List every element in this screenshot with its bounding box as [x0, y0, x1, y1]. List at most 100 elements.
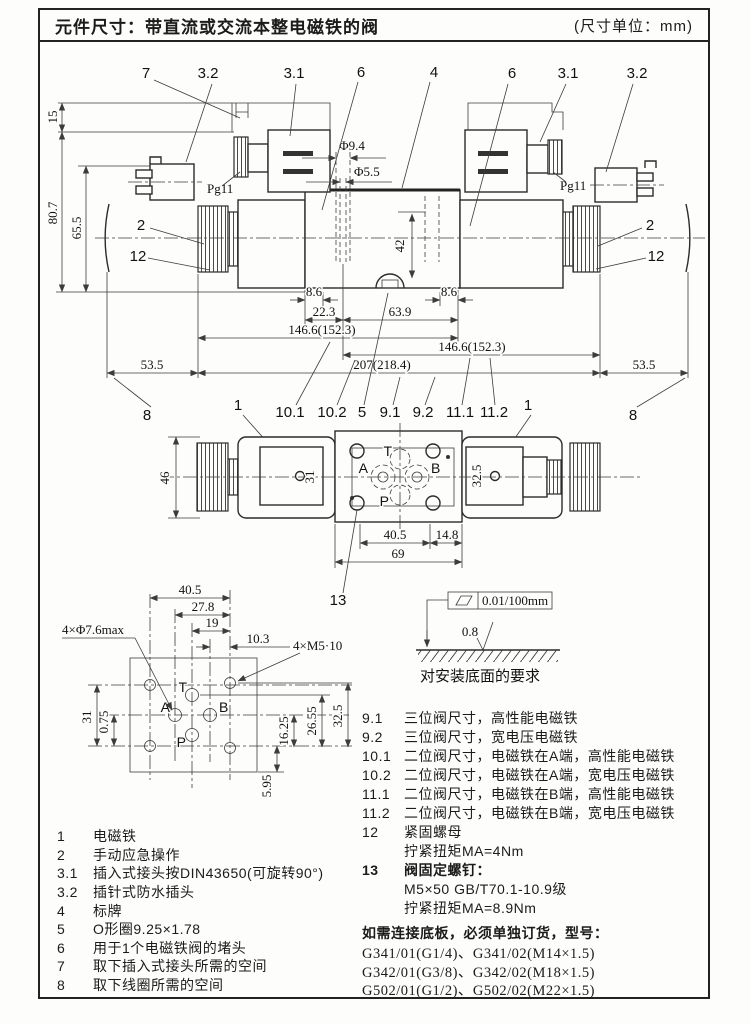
o-ring-seat: [375, 273, 405, 289]
title-bar: 元件尺寸：带直流或交流本整电磁铁的阀 (尺寸单位：mm): [40, 10, 708, 42]
callout-10-1: 10.1: [275, 404, 304, 421]
dim-14-8: 14.8: [436, 527, 459, 542]
dim-53-5-right: 53.5: [633, 357, 656, 372]
order-note-title: 如需连接底板，必须单独订货，型号：: [362, 924, 609, 941]
manual-override-knob-right: [572, 205, 601, 273]
dim-65-5: 65.5: [69, 217, 84, 240]
dim-53-5-left: 53.5: [141, 357, 164, 372]
pattern-port-t: T: [178, 679, 187, 695]
dim-42: 42: [392, 240, 407, 253]
legend-subtext: 拧紧扭矩MA=4Nm: [404, 842, 524, 859]
din-connector-left: [267, 129, 331, 193]
waterproof-plug-left: [128, 156, 202, 201]
connector-removal-envelope-right: [467, 102, 564, 130]
dim-pg11-right: Pg11: [560, 178, 586, 193]
dim-0-75: 0.75: [96, 711, 111, 734]
dim-10-3: 10.3: [247, 631, 270, 646]
dim-hole-dia-5-5: Φ5.5: [354, 164, 380, 179]
dim-hole-dia-9-4: Φ9.4: [339, 138, 365, 153]
cable-gland-right: [547, 139, 563, 175]
cable-gland-left: [233, 136, 249, 178]
gland-neck-left: [247, 143, 269, 173]
surface-caption: 对安装底面的要求: [420, 668, 540, 685]
gland-neck-right: [526, 144, 549, 174]
callout-5: 5: [358, 404, 366, 421]
units-note: (尺寸单位：mm): [574, 17, 693, 35]
solenoid-right: [459, 199, 564, 289]
callout-9-1: 9.1: [380, 404, 401, 421]
dim-63-9: 63.9: [389, 304, 412, 319]
connector-slot: [283, 151, 313, 156]
callout-13: 13: [330, 592, 347, 609]
lock-nut-left: [227, 211, 239, 267]
dim-31-plan: 31: [302, 471, 317, 484]
dim-8-6-left: 8.6: [306, 284, 323, 299]
dim-5-95: 5.95: [259, 775, 274, 798]
dim-26-55: 26.55: [304, 706, 319, 735]
valve-body: [304, 189, 461, 289]
connector-slot: [283, 169, 313, 174]
roughness-icon: [476, 621, 494, 652]
dim-19: 19: [206, 615, 219, 630]
callout-3-1-right: 3.1: [558, 65, 579, 82]
port-label-a: A: [359, 460, 369, 476]
callout-9-2: 9.2: [413, 404, 434, 421]
callout-10-2: 10.2: [317, 404, 346, 421]
page-border: [38, 8, 710, 999]
plan-view: T A B P 31 32.5 46 40.5 14.8 69 13: [156, 423, 640, 611]
order-note: 如需连接底板，必须单独订货，型号： G341/01(G1/4)、G341/02(…: [362, 923, 708, 1000]
callout-3-2-right: 3.2: [627, 65, 648, 82]
legend-subtext: 拧紧扭矩MA=8.9Nm: [404, 899, 537, 916]
dim-32-5-plan: 32.5: [469, 465, 484, 488]
dim-46: 46: [157, 471, 172, 485]
pattern-port-b: B: [219, 699, 228, 715]
lock-nut-right: [562, 211, 574, 267]
flatness-value: 0.01/100mm: [482, 593, 548, 608]
callout-11-2: 11.2: [480, 404, 508, 421]
dim-146-6-left: 146.6(152.3): [288, 322, 355, 337]
coil-left-plan: [259, 446, 324, 506]
dim-207: 207(218.4): [353, 357, 410, 372]
solenoid-left: [237, 199, 306, 289]
order-model: G502/01(G1/2)、G502/02(M22×1.5): [362, 983, 596, 999]
callout-12-left: 12: [130, 248, 147, 265]
page-title: 元件尺寸：带直流或交流本整电磁铁的阀: [55, 17, 379, 37]
callout-7: 7: [142, 65, 150, 82]
callout-1-right: 1: [524, 397, 532, 414]
pattern-port-a: A: [161, 699, 171, 715]
label-4xm5: 4×M5·10: [293, 638, 342, 653]
connector-slot: [478, 169, 508, 174]
mounting-pattern: T A B P 40.5 27.8 19 10.3 4×M5·10 4×Φ7.6…: [61, 581, 352, 799]
surface-hatch: [418, 650, 558, 662]
legend-subtext: M5×50 GB/T70.1-10.9级: [404, 880, 567, 897]
callout-8-left: 8: [143, 407, 151, 424]
callout-3-1-left: 3.1: [284, 65, 305, 82]
dim-27-8: 27.8: [192, 599, 215, 614]
dim-40-5-pattern: 40.5: [179, 582, 202, 597]
order-model: G341/01(G1/4)、G341/02(M14×1.5): [362, 946, 596, 962]
plan-centerlines: [160, 423, 640, 532]
waterproof-plug-right: [590, 160, 664, 203]
dim-69: 69: [392, 546, 405, 561]
dim-146-6-right: 146.6(152.3): [438, 339, 505, 354]
dim-pg11-left: Pg11: [207, 181, 233, 196]
dim-40-5-plan: 40.5: [384, 527, 407, 542]
label-4x7-6: 4×Φ7.6max: [62, 622, 124, 637]
flatness-frame: [447, 591, 553, 610]
surface-requirement: 0.01/100mm 0.8 对安装底面的要求: [416, 592, 560, 685]
pattern-centerlines: [88, 590, 352, 788]
side-view: Pg11 Pg11 Φ9.4 Φ5.5 42 15 80.7 65.5: [44, 63, 705, 471]
solenoid-left-plan: [237, 436, 336, 519]
